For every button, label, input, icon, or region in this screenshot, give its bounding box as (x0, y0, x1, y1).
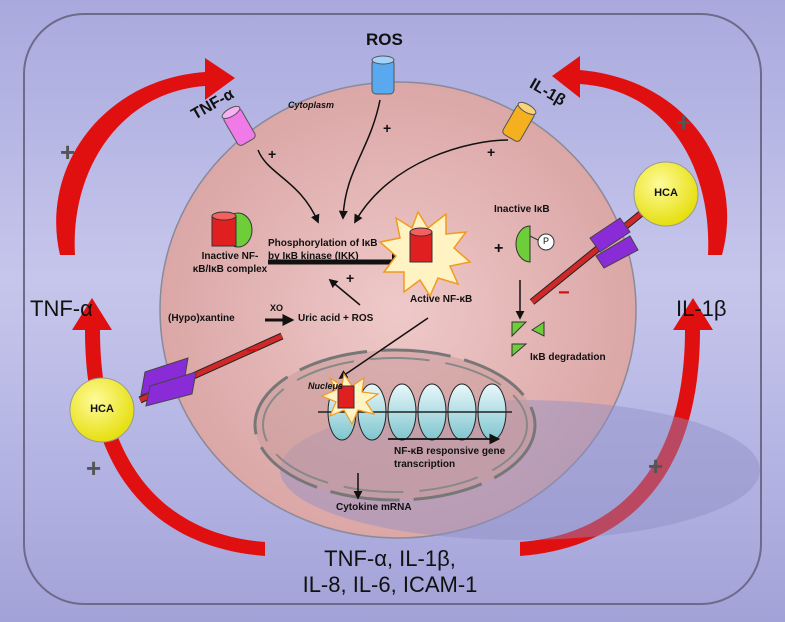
ros-channel-icon (371, 55, 395, 95)
plus-sign-ros: + (383, 120, 392, 136)
inactive-complex-label-line1: Inactive NF- (201, 251, 259, 262)
plus-sign-top-left: + (60, 137, 76, 167)
hca-left-label: HCA (90, 403, 114, 415)
plus-sign-top-right: + (676, 107, 692, 137)
active-nfkb-icon (378, 210, 472, 298)
tnf-receptor-icon (221, 105, 256, 146)
cytokine-mrna-label: Cytokine mRNA (336, 502, 412, 513)
plus-sign-bottom-left: + (86, 453, 102, 483)
inactive-complex-icon (211, 211, 253, 248)
xo-enzyme-label: XO (270, 303, 284, 313)
feedback-arrow-top-right (552, 56, 728, 255)
outer-frame (23, 13, 762, 605)
transcription-label-line2: transcription (394, 459, 456, 470)
plus-sign-tnf: + (268, 146, 277, 162)
minus-sign-right: − (558, 282, 570, 304)
cytoplasm-label: Cytoplasm (288, 100, 335, 110)
hca-left-inhibitor (69, 332, 284, 443)
ikb-degradation-label: IκB degradation (530, 352, 606, 363)
feedback-arrow-top-left (56, 58, 235, 255)
tnf-left-label: TNF-α (30, 296, 93, 321)
hca-right-inhibitor (529, 161, 699, 305)
ros-label: ROS (366, 30, 403, 49)
phosphorylation-label-line1: Phosphorylation of IκB (268, 238, 378, 249)
hypoxantine-label: (Hypo)xantine (168, 313, 235, 324)
inactive-ikb-icon (515, 225, 555, 263)
nuclear-nfkb-icon (320, 372, 380, 426)
il1b-receptor-icon (502, 101, 537, 142)
activation-arrows (257, 99, 525, 500)
transcription-label-line1: NF-κB responsive gene (394, 446, 506, 457)
plus-sign-bottom-right: + (648, 451, 664, 481)
plus-sign-il1b: + (487, 144, 496, 160)
plus-sign-ikb: + (494, 240, 504, 257)
nuclear-envelope-outer (253, 348, 537, 502)
active-nfkb-label: Active NF-κB (410, 294, 473, 305)
nucleus-label: Nucleus (308, 381, 344, 391)
plus-sign-feedback: + (346, 270, 355, 286)
output-cytokines-line2: IL-8, IL-6, ICAM-1 (302, 572, 478, 597)
nuclear-envelope-inner (262, 357, 528, 493)
il1b-right-label: IL-1β (676, 296, 727, 321)
phosphate-badge: P (542, 236, 549, 246)
ikb-fragments-icon (511, 321, 545, 358)
phosphorylation-label-line2: by IκB kinase (IKK) (268, 251, 359, 262)
inactive-ikb-label: Inactive IκB (494, 204, 550, 215)
hca-right-label: HCA (654, 187, 678, 199)
minus-sign-left: − (246, 340, 258, 362)
feedback-arrow-bottom-right (520, 298, 713, 556)
uric-acid-label: Uric acid + ROS (298, 313, 374, 324)
inactive-complex-label-line2: κB/IκB complex (192, 264, 268, 275)
output-cytokines-line1: TNF-α, IL-1β, (324, 546, 456, 571)
